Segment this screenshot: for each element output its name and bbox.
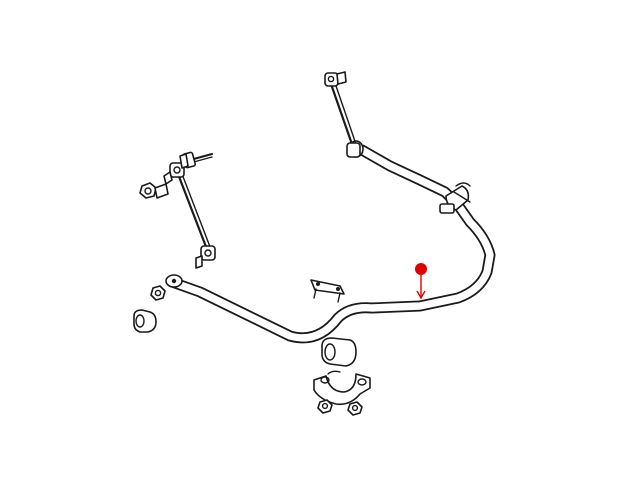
marker-dot: [415, 263, 427, 275]
bolt: [179, 151, 214, 169]
callout-marker: [415, 263, 427, 300]
bushing-left: [133, 309, 157, 333]
nut-left-link: [139, 182, 169, 199]
marker-arrow-head: [416, 290, 426, 300]
nut-left: [150, 285, 166, 301]
bushing-right: [439, 182, 471, 214]
right-link: [324, 71, 361, 158]
stabilizer-bar: [165, 140, 496, 344]
left-link: [163, 162, 216, 269]
bushing-center: [321, 337, 357, 367]
bushing-clamp: [313, 370, 371, 406]
mounting-bracket: [310, 279, 345, 303]
nut-clamp-right: [347, 401, 363, 416]
nut-clamp-left: [317, 399, 333, 414]
